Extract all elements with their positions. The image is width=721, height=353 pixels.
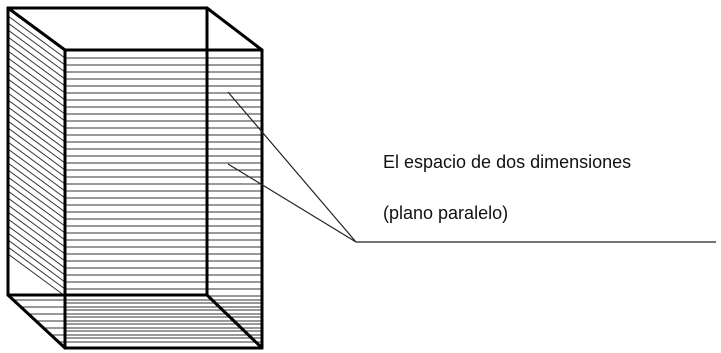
top-left-connector <box>6 6 67 52</box>
bottom-right-connector <box>205 293 264 350</box>
side-plane-line <box>8 176 65 220</box>
side-plane-line <box>8 127 65 171</box>
side-plane-line <box>8 36 65 80</box>
leader-lines <box>227 91 716 243</box>
side-plane-line <box>8 190 65 234</box>
side-plane-line <box>8 225 65 269</box>
side-plane-line <box>8 43 65 87</box>
back-hatching <box>8 8 65 297</box>
side-plane-line <box>8 78 65 122</box>
top-right-connector <box>205 6 264 52</box>
side-plane-line <box>8 113 65 157</box>
side-plane-line <box>8 57 65 101</box>
side-plane-line <box>8 197 65 241</box>
side-plane-line <box>8 232 65 276</box>
side-plane-line <box>8 246 65 290</box>
side-plane-line <box>8 29 65 73</box>
side-plane-line <box>8 22 65 66</box>
side-plane-line <box>8 162 65 206</box>
side-plane-line <box>8 50 65 94</box>
side-plane-line <box>8 204 65 248</box>
side-plane-line <box>8 253 65 297</box>
side-plane-line <box>8 8 65 24</box>
bottom-left-connector <box>6 293 67 350</box>
annotation-line-1: El espacio de dos dimensiones <box>383 152 631 172</box>
side-plane-line <box>8 134 65 178</box>
side-plane-line <box>8 64 65 108</box>
prism-edges <box>6 6 264 350</box>
side-plane-line <box>8 71 65 115</box>
side-plane-line <box>8 183 65 227</box>
side-plane-line <box>8 141 65 185</box>
side-plane-line <box>8 239 65 283</box>
side-plane-line <box>8 8 65 38</box>
side-plane-line <box>8 218 65 262</box>
side-plane-line <box>8 99 65 143</box>
side-plane-line <box>8 169 65 213</box>
side-plane-line <box>8 15 65 59</box>
side-plane-line <box>8 211 65 255</box>
side-plane-line <box>8 155 65 199</box>
leader-line-lower <box>227 163 357 243</box>
annotation-line-2: (plano paralelo) <box>383 203 508 223</box>
side-plane-line <box>8 106 65 150</box>
side-plane-line <box>8 120 65 164</box>
side-plane-line <box>8 92 65 136</box>
leader-line-upper <box>227 91 357 243</box>
bottom-hatching <box>13 299 262 343</box>
side-plane-line <box>8 85 65 129</box>
side-plane-line <box>8 148 65 192</box>
